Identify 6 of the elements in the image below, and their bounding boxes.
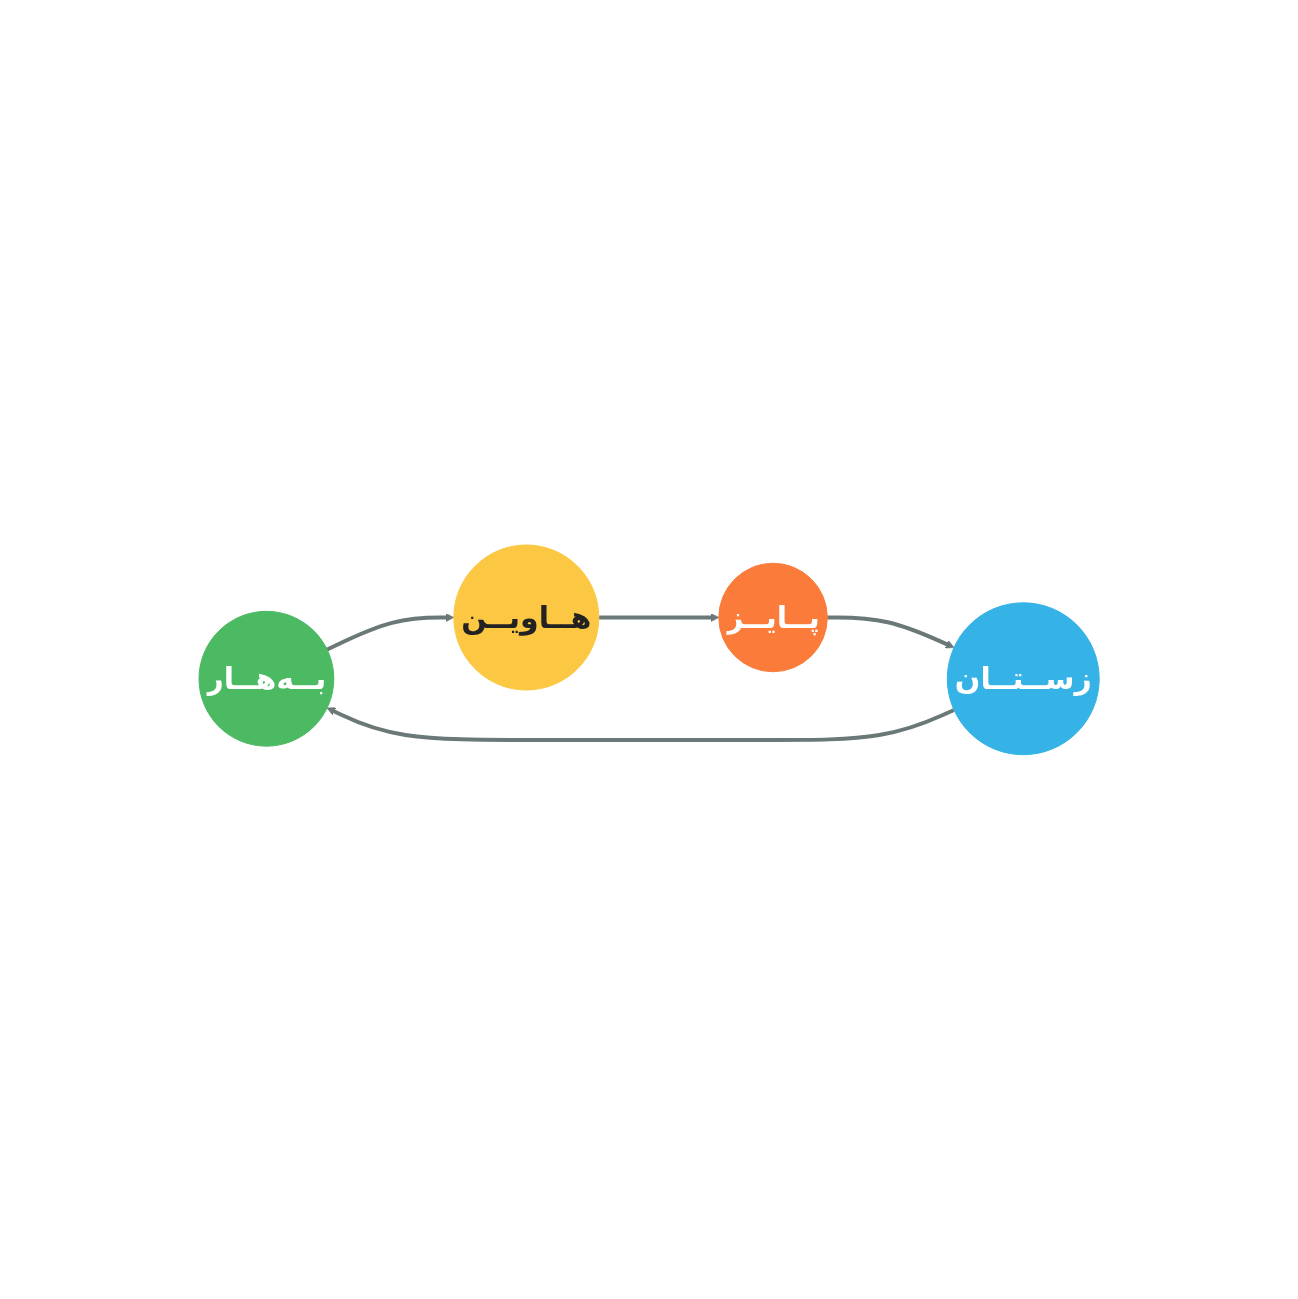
node-circle: زســتــان	[946, 601, 1100, 755]
arrow	[827, 615, 955, 648]
arrow	[598, 612, 720, 622]
arrow	[326, 707, 955, 742]
arrow	[326, 612, 455, 651]
node-circle: هــاویــن	[453, 544, 600, 691]
